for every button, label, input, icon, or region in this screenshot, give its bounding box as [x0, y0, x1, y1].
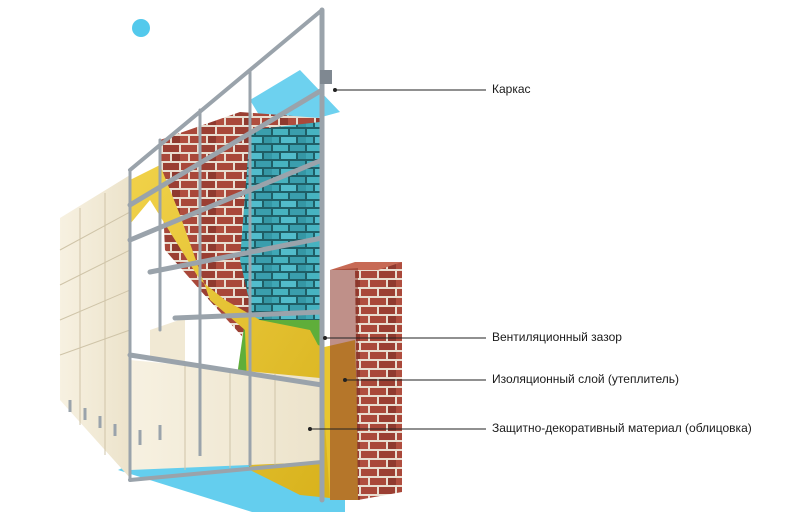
callout-cladding-label: Защитно-декоративный материал (облицовка… [492, 421, 752, 435]
cladding-mid-row [150, 318, 185, 362]
callout-insulation-label: Изоляционный слой (утеплитель) [492, 372, 680, 386]
callout-vent-gap-label: Вентиляционный зазор [492, 330, 622, 344]
callout-frame-label: Каркас [492, 82, 531, 96]
decorative-dot [132, 19, 150, 37]
teal-brick-section [240, 122, 320, 340]
cladding-joints [59, 193, 276, 470]
leader-dots [308, 88, 347, 431]
leader-lines [310, 89, 486, 430]
brick-column-side [330, 268, 358, 500]
metal-frame [127, 7, 325, 503]
frame-legs [68, 400, 252, 466]
cladding-panels [60, 175, 130, 478]
cladding-lower-row [130, 360, 320, 470]
brick-column-top [330, 262, 402, 270]
brick-column [355, 262, 402, 500]
frame-bracket [320, 70, 332, 84]
